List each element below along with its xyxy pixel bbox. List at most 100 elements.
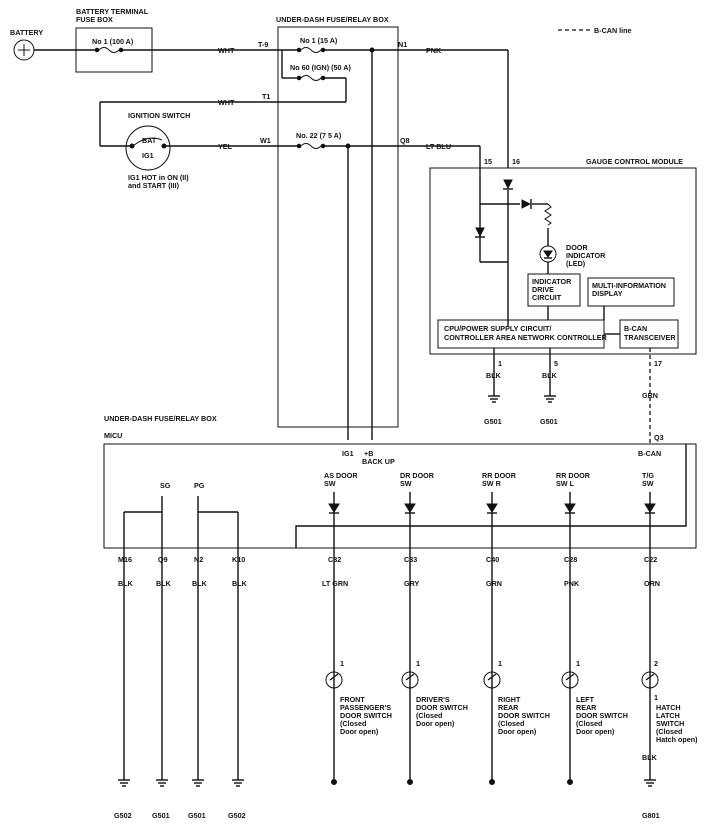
- term-n2: N2: [194, 555, 203, 564]
- gauge-blk-2: BLK: [542, 371, 558, 380]
- micu-bus-line: [295, 444, 687, 548]
- ignition-note-1: IG1 HOT in ON (II): [128, 173, 189, 182]
- ground-symbol-top-1: [488, 395, 500, 403]
- yel-wire-label: YEL: [218, 142, 233, 151]
- sw1-pin: 1: [340, 659, 344, 668]
- sw-dr-label-1: DR DOOR: [400, 471, 435, 480]
- ignition-note-2: and START (III): [128, 181, 180, 190]
- battery-symbol: [13, 39, 35, 61]
- gauge-pin-16: 16: [512, 157, 520, 166]
- micu-box-title: UNDER-DASH FUSE/RELAY BOX: [104, 414, 217, 423]
- fuse-22-label: No. 22 (7 5 A): [296, 131, 342, 140]
- fuse-60-symbol: [278, 75, 347, 103]
- gauge-module-title: GAUGE CONTROL MODULE: [586, 157, 683, 166]
- ground-symbol-top-2: [544, 395, 556, 403]
- micu-ig1-label: IG1: [342, 449, 354, 458]
- ground-g501-1: G501: [152, 811, 170, 820]
- bcan-trans-label-2: TRANSCEIVER: [624, 333, 676, 342]
- ground-g501-top-2: G501: [540, 417, 558, 426]
- wire-color-4: BLK: [232, 579, 248, 588]
- underdash-box-title: UNDER-DASH FUSE/RELAY BOX: [276, 15, 389, 24]
- battery-fuse-box-title-2: FUSE BOX: [76, 15, 113, 24]
- ground-symbol-n2: [192, 779, 204, 787]
- micu-diode-1: [328, 492, 340, 780]
- terminal-w1: W1: [260, 136, 271, 145]
- lt-blu-wire-label: LT BLU: [426, 142, 451, 151]
- micu-plusb-label: +B: [364, 449, 373, 458]
- sw5-l4: (Closed: [656, 727, 682, 736]
- battery-fuse-box-title-1: BATTERY TERMINAL: [76, 7, 149, 16]
- wire-color-3: BLK: [192, 579, 208, 588]
- terminal-t9: T-9: [258, 40, 268, 49]
- sw4-l3: DOOR SWITCH: [576, 711, 628, 720]
- ignition-ig1-terminal: [161, 143, 167, 149]
- sw5-l3: SWITCH: [656, 719, 684, 728]
- sw4-l4: (Closed: [576, 719, 602, 728]
- terminal-n1: N1: [398, 40, 407, 49]
- sw4-l5: Door open): [576, 727, 615, 736]
- multi-info-display-box: [587, 277, 675, 307]
- micu-diode-3: [486, 492, 498, 780]
- sw4-pin: 1: [576, 659, 580, 668]
- gauge-internal-wiring: [475, 168, 557, 326]
- door-indicator-label-3: (LED): [566, 259, 586, 268]
- door-indicator-label-2: INDICATOR: [566, 251, 606, 260]
- fuse-1-label: No 1 (15 A): [300, 36, 338, 45]
- ground-g501-top-1: G501: [484, 417, 502, 426]
- sw-rrl-label-1: RR DOOR: [556, 471, 591, 480]
- sw4-l1: LEFT: [576, 695, 595, 704]
- sw5-pin: 2: [654, 659, 658, 668]
- mid-label-2: DISPLAY: [592, 289, 623, 298]
- sw-rrl-label-2: SW L: [556, 479, 575, 488]
- wire-color-9: ORN: [644, 579, 660, 588]
- fuse-1-symbol: [278, 47, 398, 53]
- wire-color-1: BLK: [118, 579, 134, 588]
- wht-wire-label-2: WHT: [218, 98, 235, 107]
- micu-diode-5: [644, 492, 656, 780]
- sw3-l5: Door open): [498, 727, 537, 736]
- wire-color-7: GRN: [486, 579, 502, 588]
- gauge-pin-15: 15: [484, 157, 492, 166]
- sw2-l1: DRIVER'S: [416, 695, 450, 704]
- pnk-wire-label: PNK: [426, 46, 442, 55]
- wire-color-6: GRY: [404, 579, 420, 588]
- micu-frame: [103, 443, 697, 549]
- term-k10: K10: [232, 555, 245, 564]
- micu-diode-4: [564, 492, 576, 780]
- terminal-t1: T1: [262, 92, 270, 101]
- battery-fuse-label: No 1 (100 A): [92, 37, 134, 46]
- sw-rrr-label-2: SW R: [482, 479, 502, 488]
- backup-splice: [369, 47, 375, 53]
- micu-pg-label: PG: [194, 481, 205, 490]
- sw2-l3: (Closed: [416, 711, 442, 720]
- terminal-q8: Q8: [400, 136, 410, 145]
- sw1-l1: FRONT: [340, 695, 365, 704]
- sw-rrr-label-1: RR DOOR: [482, 471, 517, 480]
- driver-door-switch: [401, 671, 419, 689]
- ground-g501-2: G501: [188, 811, 206, 820]
- sw3-pin: 1: [498, 659, 502, 668]
- micu-sg-label: SG: [160, 481, 171, 490]
- sw2-pin: 1: [416, 659, 420, 668]
- ground-symbol-m16: [118, 779, 130, 787]
- hatch-wire-color: BLK: [642, 753, 658, 762]
- sw4-l2: REAR: [576, 703, 597, 712]
- ignition-ig1-label: IG1: [142, 151, 154, 160]
- sw-tg-label-1: T/G: [642, 471, 654, 480]
- sw-as-label-1: AS DOOR: [324, 471, 358, 480]
- sw1-l2: PASSENGER'S: [340, 703, 391, 712]
- sw2-l2: DOOR SWITCH: [416, 703, 468, 712]
- term-c28: C28: [564, 555, 577, 564]
- ig1-splice: [345, 143, 351, 149]
- switch-ground-dot-1: [331, 779, 337, 785]
- term-q9: Q9: [158, 555, 168, 564]
- micu-diode-2: [404, 492, 416, 780]
- sw5-l2: LATCH: [656, 711, 680, 720]
- ground-symbol-k10: [232, 779, 244, 787]
- sw3-l2: REAR: [498, 703, 519, 712]
- drive-label-1: INDICATOR: [532, 277, 572, 286]
- term-c33: C33: [404, 555, 417, 564]
- term-c32: C32: [328, 555, 341, 564]
- sw3-l4: (Closed: [498, 719, 524, 728]
